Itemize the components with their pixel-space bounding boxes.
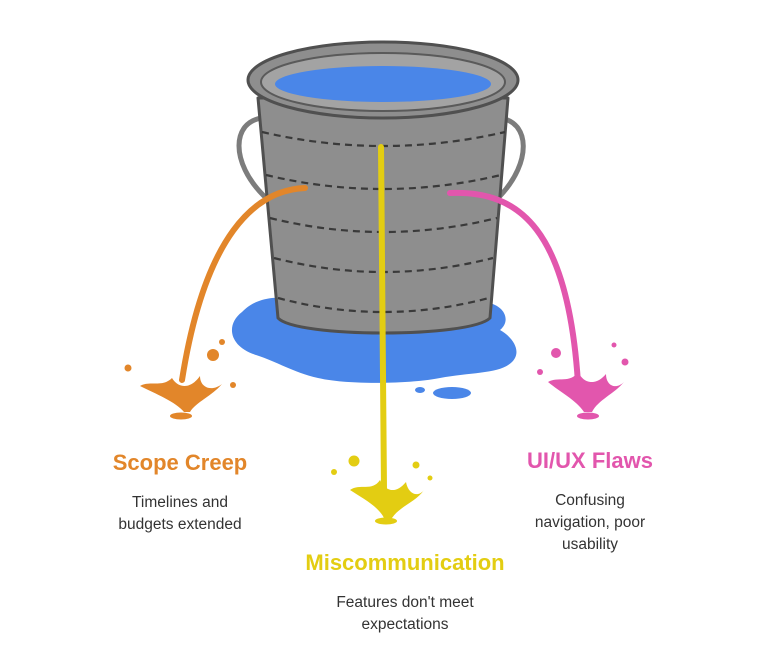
scope-creep-splash (124, 339, 236, 420)
ui-ux-flaws-label: UI/UX Flaws Confusing navigation, poor u… (485, 448, 695, 556)
miscommunication-description: Features don't meet expectations (270, 592, 540, 636)
ui-ux-flaws-stream (447, 189, 581, 386)
miscommunication-description-line: Features don't meet (336, 594, 474, 611)
ui-ux-flaws-splash (537, 342, 629, 420)
scope-creep-title: Scope Creep (112, 450, 248, 475)
miscommunication-stream (378, 144, 387, 493)
scope-creep-description-line: budgets extended (118, 516, 242, 533)
miscommunication-description-line: expectations (361, 616, 449, 633)
bucket-handle-right (497, 115, 526, 199)
ui-ux-flaws-title: UI/UX Flaws (527, 448, 653, 473)
bucket-water (275, 66, 491, 102)
scope-creep-label: Scope Creep Timelines and budgets extend… (80, 450, 280, 536)
scope-creep-description: Timelines and budgets extended (80, 492, 280, 536)
ui-ux-flaws-description: Confusing navigation, poor usability (485, 490, 695, 556)
scope-creep-stream (179, 185, 308, 383)
miscommunication-splash (331, 455, 433, 525)
miscommunication-title: Miscommunication (305, 550, 505, 575)
bucket-handle (236, 115, 267, 199)
ui-ux-flaws-description-line: usability (562, 536, 618, 553)
ui-ux-flaws-description-line: navigation, poor (534, 514, 646, 531)
miscommunication-label: Miscommunication Features don't meet exp… (270, 550, 540, 636)
ui-ux-flaws-description-line: Confusing (555, 492, 625, 509)
scope-creep-description-line: Timelines and (132, 494, 228, 511)
